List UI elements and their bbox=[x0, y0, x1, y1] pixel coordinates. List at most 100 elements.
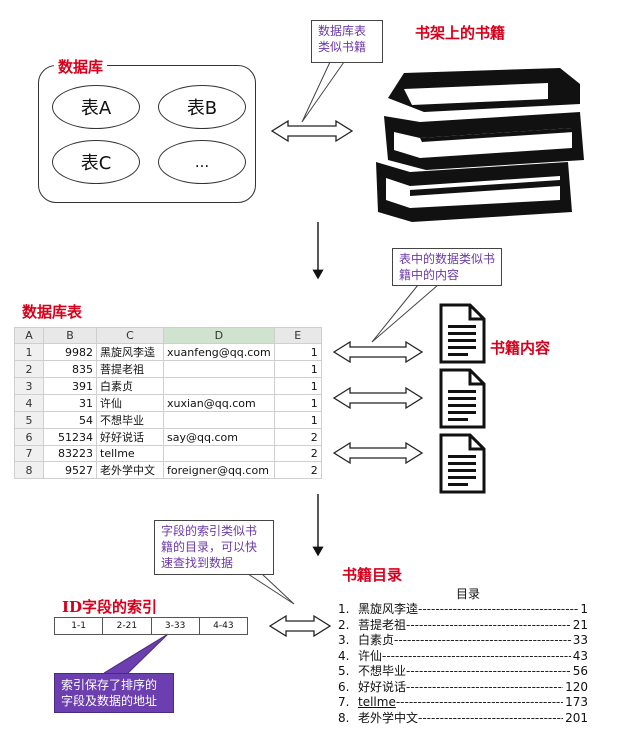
toc-name: 黑旋风李逵 bbox=[358, 602, 419, 616]
cell[interactable]: 黑旋风李逵 bbox=[96, 343, 164, 361]
toc-num: 3. bbox=[338, 633, 350, 647]
cell[interactable]: 菩提老祖 bbox=[96, 360, 164, 378]
more-tables-oval: ... bbox=[158, 140, 246, 184]
list-item: 1. 黑旋风李逵 -------------------------------… bbox=[338, 602, 588, 616]
list-item: 3. 白素贞 ---------------------------------… bbox=[338, 633, 588, 647]
books-stack-icon bbox=[376, 68, 584, 222]
toc-num: 1. bbox=[338, 602, 350, 616]
cell[interactable]: 3 bbox=[14, 377, 44, 395]
cell[interactable]: 9982 bbox=[43, 343, 97, 361]
cell[interactable]: xuanfeng@qq.com bbox=[163, 343, 275, 361]
callout-index-like-toc: 字段的索引类似书籍的目录，可以快速查找到数据 bbox=[154, 520, 274, 575]
database-box bbox=[38, 65, 256, 203]
table-row: 4 31 许仙 xuxian@qq.com 1 bbox=[14, 394, 322, 412]
list-item: 6. 好好说话 --------------------------------… bbox=[338, 679, 588, 694]
cell[interactable]: 391 bbox=[43, 377, 97, 395]
toc-name: 白素贞 bbox=[358, 633, 395, 647]
toc-name: 菩提老祖 bbox=[358, 617, 407, 632]
index-cell: 4-43 bbox=[199, 617, 248, 635]
double-arrow-row1 bbox=[332, 340, 424, 364]
sheet-header-row: A B C D E bbox=[14, 327, 322, 344]
list-item: 4. 许仙 ----------------------------------… bbox=[338, 648, 588, 663]
cell[interactable]: 51234 bbox=[43, 428, 97, 446]
index-cell: 3-33 bbox=[151, 617, 200, 635]
spreadsheet: A B C D E 1 9982 黑旋风李逵 xuanfeng@qq.com 1… bbox=[14, 327, 322, 479]
callout-table-like-content: 表中的数据类似书籍中的内容 bbox=[392, 248, 502, 286]
cell[interactable]: 2 bbox=[14, 360, 44, 378]
table-b-oval: 表B bbox=[158, 85, 246, 129]
cell[interactable]: say@qq.com bbox=[163, 428, 275, 446]
table-row: 8 9527 老外学中文 foreigner@qq.com 2 bbox=[14, 461, 322, 479]
col-header-c[interactable]: C bbox=[96, 327, 164, 344]
table-row: 3 391 白素贞 1 bbox=[14, 377, 322, 395]
toc-num: 2. bbox=[338, 617, 350, 632]
cell[interactable]: 2 bbox=[273, 445, 322, 462]
cell[interactable]: 1 bbox=[273, 394, 322, 412]
cell[interactable]: 白素贞 bbox=[96, 377, 164, 395]
table-a-oval: 表A bbox=[52, 85, 140, 129]
list-item: 2. 菩提老祖 --------------------------------… bbox=[338, 617, 588, 632]
cell[interactable]: 1 bbox=[273, 343, 322, 361]
id-index-title: ID字段的索引 bbox=[62, 598, 158, 616]
toc-title: 书籍目录 bbox=[342, 566, 403, 584]
cell[interactable]: 1 bbox=[273, 360, 322, 378]
toc-heading: 目录 bbox=[456, 587, 481, 601]
toc-name: tellme bbox=[358, 695, 396, 709]
callout-table-pointer bbox=[371, 284, 439, 343]
cell[interactable]: 9527 bbox=[43, 461, 97, 479]
cell[interactable]: 好好说话 bbox=[96, 428, 164, 446]
col-header-b[interactable]: B bbox=[43, 327, 97, 344]
id-index-bar: 1-1 2-21 3-33 4-43 bbox=[54, 617, 248, 635]
cell[interactable]: 老外学中文 bbox=[96, 461, 164, 479]
list-item: 5. 不想毕业 --------------------------------… bbox=[338, 664, 588, 678]
database-label: 数据库 bbox=[54, 56, 108, 77]
cell[interactable]: 2 bbox=[273, 461, 322, 479]
cell[interactable]: 不想毕业 bbox=[96, 411, 164, 429]
document-icon-3 bbox=[439, 433, 486, 494]
toc-page: 201 bbox=[565, 710, 588, 725]
toc-page: 33 bbox=[572, 633, 588, 647]
col-header-d[interactable]: D bbox=[163, 327, 275, 344]
cell[interactable] bbox=[163, 411, 275, 429]
table-row: 5 54 不想毕业 1 bbox=[14, 411, 322, 429]
toc-num: 6. bbox=[338, 679, 350, 694]
double-arrow-db-books bbox=[270, 119, 354, 143]
cell[interactable]: tellme bbox=[96, 445, 164, 462]
toc-page: 21 bbox=[572, 617, 588, 632]
cell[interactable] bbox=[163, 445, 275, 462]
table-row: 6 51234 好好说话 say@qq.com 2 bbox=[14, 428, 322, 446]
cell[interactable]: 54 bbox=[43, 411, 97, 429]
toc-list: 1. 黑旋风李逵 -------------------------------… bbox=[338, 602, 588, 726]
cell[interactable]: 1 bbox=[273, 377, 322, 395]
cell[interactable]: 1 bbox=[14, 343, 44, 361]
cell[interactable]: 许仙 bbox=[96, 394, 164, 412]
cell[interactable]: 4 bbox=[14, 394, 44, 412]
toc-num: 4. bbox=[338, 648, 350, 663]
cell[interactable]: 2 bbox=[273, 428, 322, 446]
cell[interactable]: foreigner@qq.com bbox=[163, 461, 275, 479]
cell[interactable]: 8 bbox=[14, 461, 44, 479]
toc-page: 56 bbox=[572, 664, 588, 678]
cell[interactable]: 83223 bbox=[43, 445, 97, 462]
cell[interactable]: 5 bbox=[14, 411, 44, 429]
document-icon-1 bbox=[439, 303, 486, 364]
toc-name: 许仙 bbox=[358, 648, 383, 663]
cell[interactable]: 835 bbox=[43, 360, 97, 378]
cell[interactable]: 1 bbox=[273, 411, 322, 429]
col-header-a[interactable]: A bbox=[14, 327, 44, 344]
cell[interactable] bbox=[163, 360, 275, 378]
double-arrow-row3 bbox=[332, 441, 424, 465]
list-item: 7. tellme ------------------------------… bbox=[338, 695, 588, 709]
cell[interactable]: 6 bbox=[14, 428, 44, 446]
table-row: 1 9982 黑旋风李逵 xuanfeng@qq.com 1 bbox=[14, 343, 322, 361]
bookshelf-title: 书架上的书籍 bbox=[415, 24, 506, 42]
cell[interactable] bbox=[163, 377, 275, 395]
table-row: 7 83223 tellme 2 bbox=[14, 445, 322, 462]
col-header-e[interactable]: E bbox=[273, 327, 322, 344]
toc-page: 1 bbox=[580, 602, 588, 616]
cell[interactable]: 31 bbox=[43, 394, 97, 412]
cell[interactable]: xuxian@qq.com bbox=[163, 394, 275, 412]
cell[interactable]: 7 bbox=[14, 445, 44, 462]
callout-store-pointer bbox=[103, 633, 169, 674]
